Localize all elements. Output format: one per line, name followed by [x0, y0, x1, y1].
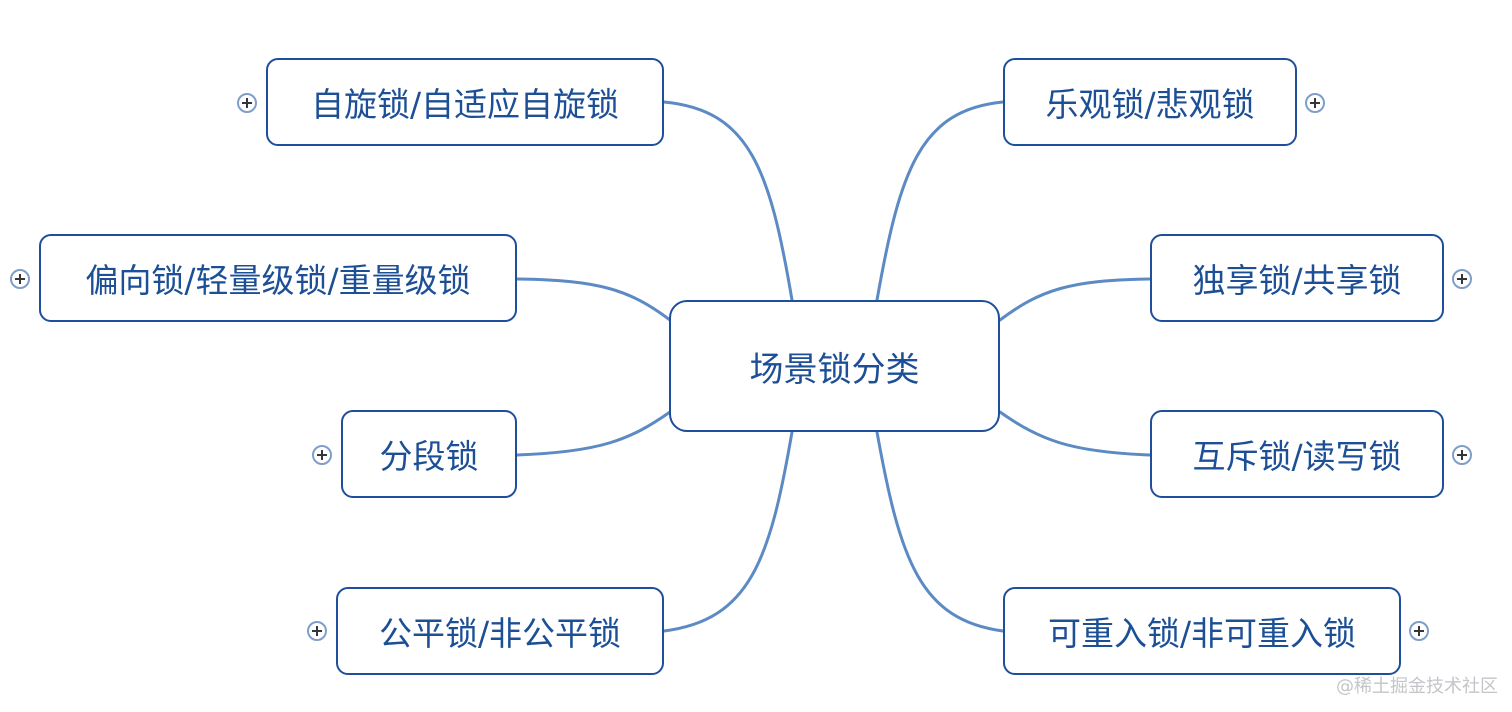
- center-topic-node[interactable]: 场景锁分类: [669, 300, 1000, 432]
- branch-node-segment-lock[interactable]: 分段锁: [341, 410, 517, 498]
- branch-label-mutex-lock: 互斥锁/读写锁: [1192, 437, 1402, 476]
- branch-label-exclusive-lock: 独享锁/共享锁: [1192, 261, 1402, 300]
- branch-label-spin-lock: 自旋锁/自适应自旋锁: [310, 85, 620, 124]
- branch-node-optimistic-lock[interactable]: 乐观锁/悲观锁: [1003, 58, 1297, 146]
- plus-circle-icon[interactable]: [237, 93, 257, 113]
- plus-circle-icon[interactable]: [10, 269, 30, 289]
- connector-optimistic-lock: [875, 100, 1005, 302]
- plus-circle-icon[interactable]: [312, 445, 332, 465]
- center-topic-label: 场景锁分类: [749, 349, 920, 390]
- branch-node-spin-lock[interactable]: 自旋锁/自适应自旋锁: [266, 58, 664, 146]
- branch-node-exclusive-lock[interactable]: 独享锁/共享锁: [1150, 234, 1444, 322]
- connector-mutex-lock: [998, 410, 1152, 457]
- branch-node-reentrant-lock[interactable]: 可重入锁/非可重入锁: [1003, 587, 1401, 675]
- branch-label-biased-lock: 偏向锁/轻量级锁/重量级锁: [85, 261, 471, 300]
- branch-node-mutex-lock[interactable]: 互斥锁/读写锁: [1150, 410, 1444, 498]
- connector-segment-lock: [515, 410, 672, 457]
- plus-circle-icon[interactable]: [307, 621, 327, 641]
- connector-biased-lock: [515, 277, 672, 322]
- branch-node-biased-lock[interactable]: 偏向锁/轻量级锁/重量级锁: [39, 234, 517, 322]
- branch-node-fair-lock[interactable]: 公平锁/非公平锁: [336, 587, 664, 675]
- plus-circle-icon[interactable]: [1452, 269, 1472, 289]
- branch-label-fair-lock: 公平锁/非公平锁: [378, 614, 622, 653]
- connector-exclusive-lock: [998, 277, 1152, 322]
- branch-label-segment-lock: 分段锁: [379, 437, 479, 476]
- connector-spin-lock: [662, 100, 794, 302]
- branch-label-reentrant-lock: 可重入锁/非可重入锁: [1047, 614, 1357, 653]
- watermark-text: @稀土掘金技术社区: [1336, 676, 1498, 697]
- connector-fair-lock: [662, 430, 794, 633]
- branch-label-optimistic-lock: 乐观锁/悲观锁: [1045, 85, 1255, 124]
- connector-reentrant-lock: [875, 430, 1005, 633]
- plus-circle-icon[interactable]: [1409, 621, 1429, 641]
- plus-circle-icon[interactable]: [1305, 93, 1325, 113]
- plus-circle-icon[interactable]: [1452, 445, 1472, 465]
